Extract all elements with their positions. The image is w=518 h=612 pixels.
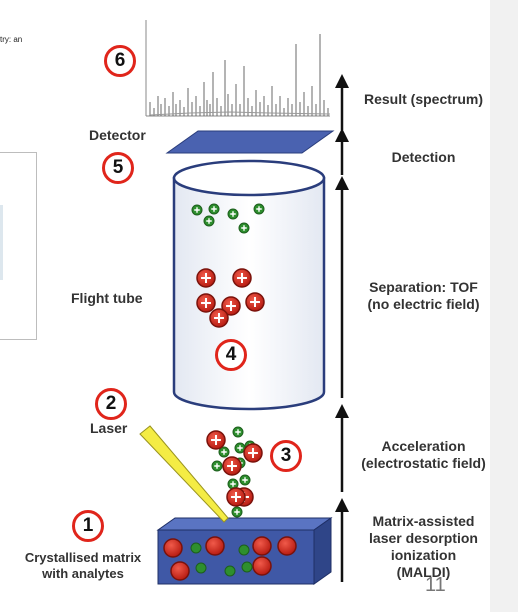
small-ion — [253, 203, 265, 215]
stage-acceleration-line-2: (electrostatic field) — [361, 455, 486, 471]
matrix-molecule — [238, 544, 250, 556]
large-ion — [222, 456, 242, 476]
cropped-side-panel — [0, 152, 37, 340]
analyte-molecule — [205, 536, 225, 556]
large-ion — [196, 293, 216, 313]
matrix-label: Crystallised matrix with analytes — [18, 550, 148, 582]
large-ion — [245, 292, 265, 312]
stage-ionization: Matrix-assisted laser desorption ionizat… — [356, 513, 491, 581]
slide-edge-strip — [490, 0, 518, 612]
matrix-molecule — [224, 565, 236, 577]
analyte-molecule — [252, 536, 272, 556]
analyte-molecule — [277, 536, 297, 556]
laser-label: Laser — [90, 420, 128, 436]
slide-page-number: 11 — [425, 574, 446, 596]
large-ion — [226, 487, 246, 507]
matrix-label-line-2: with analytes — [42, 566, 124, 581]
small-ion — [239, 474, 251, 486]
small-ion — [203, 215, 215, 227]
large-ion — [196, 268, 216, 288]
flight-tube — [172, 159, 326, 411]
small-ion — [231, 506, 243, 518]
small-ion — [227, 208, 239, 220]
stage-ionization-line-4: (MALDI) — [396, 564, 451, 580]
ion-particles — [163, 203, 297, 581]
large-ion — [206, 430, 226, 450]
analyte-molecule — [170, 561, 190, 581]
stage-arrows — [335, 74, 349, 582]
stage-result-label: Result (spectrum) — [363, 91, 484, 107]
flight-tube-label: Flight tube — [71, 290, 143, 306]
large-ion — [243, 443, 263, 463]
stage-separation-line-1: Separation: TOF — [369, 279, 478, 295]
small-ion — [238, 222, 250, 234]
small-ion — [211, 460, 223, 472]
stage-ionization-line-2: laser desorption — [369, 530, 478, 546]
large-ion — [209, 308, 229, 328]
step-2-marker: 2 — [95, 388, 127, 420]
cropped-side-panel-accent — [0, 205, 3, 280]
mass-spectrum — [145, 20, 331, 117]
step-3-marker: 3 — [270, 440, 302, 472]
stage-result: Result (spectrum) — [356, 91, 491, 108]
analyte-molecule — [252, 556, 272, 576]
small-ion — [227, 478, 239, 490]
step-4-marker: 4 — [215, 339, 247, 371]
step-1-marker: 1 — [72, 510, 104, 542]
stage-ionization-line-3: ionization — [390, 547, 457, 563]
small-ion — [232, 426, 244, 438]
matrix-molecule — [195, 562, 207, 574]
stage-detection-label: Detection — [391, 149, 456, 165]
small-ion — [218, 446, 230, 458]
small-ion — [191, 204, 203, 216]
laser-beam — [139, 425, 229, 523]
large-ion — [221, 296, 241, 316]
stage-separation-line-2: (no electric field) — [367, 296, 480, 312]
detector-plate — [165, 130, 335, 154]
stage-acceleration-line-1: Acceleration — [381, 438, 466, 454]
matrix-molecule — [190, 542, 202, 554]
stage-acceleration: Acceleration (electrostatic field) — [356, 438, 491, 472]
large-ion — [232, 268, 252, 288]
detector-label: Detector — [89, 127, 146, 143]
analyte-molecule — [163, 538, 183, 558]
matrix-label-line-1: Crystallised matrix — [24, 550, 142, 565]
cropped-caption-fragment: try: an — [0, 35, 23, 44]
step-5-marker: 5 — [102, 152, 134, 184]
stage-detection: Detection — [356, 149, 491, 166]
stage-ionization-line-1: Matrix-assisted — [372, 513, 475, 529]
small-ion — [208, 203, 220, 215]
step-6-marker: 6 — [104, 45, 136, 77]
stage-separation: Separation: TOF (no electric field) — [356, 279, 491, 313]
matrix-molecule — [241, 561, 253, 573]
